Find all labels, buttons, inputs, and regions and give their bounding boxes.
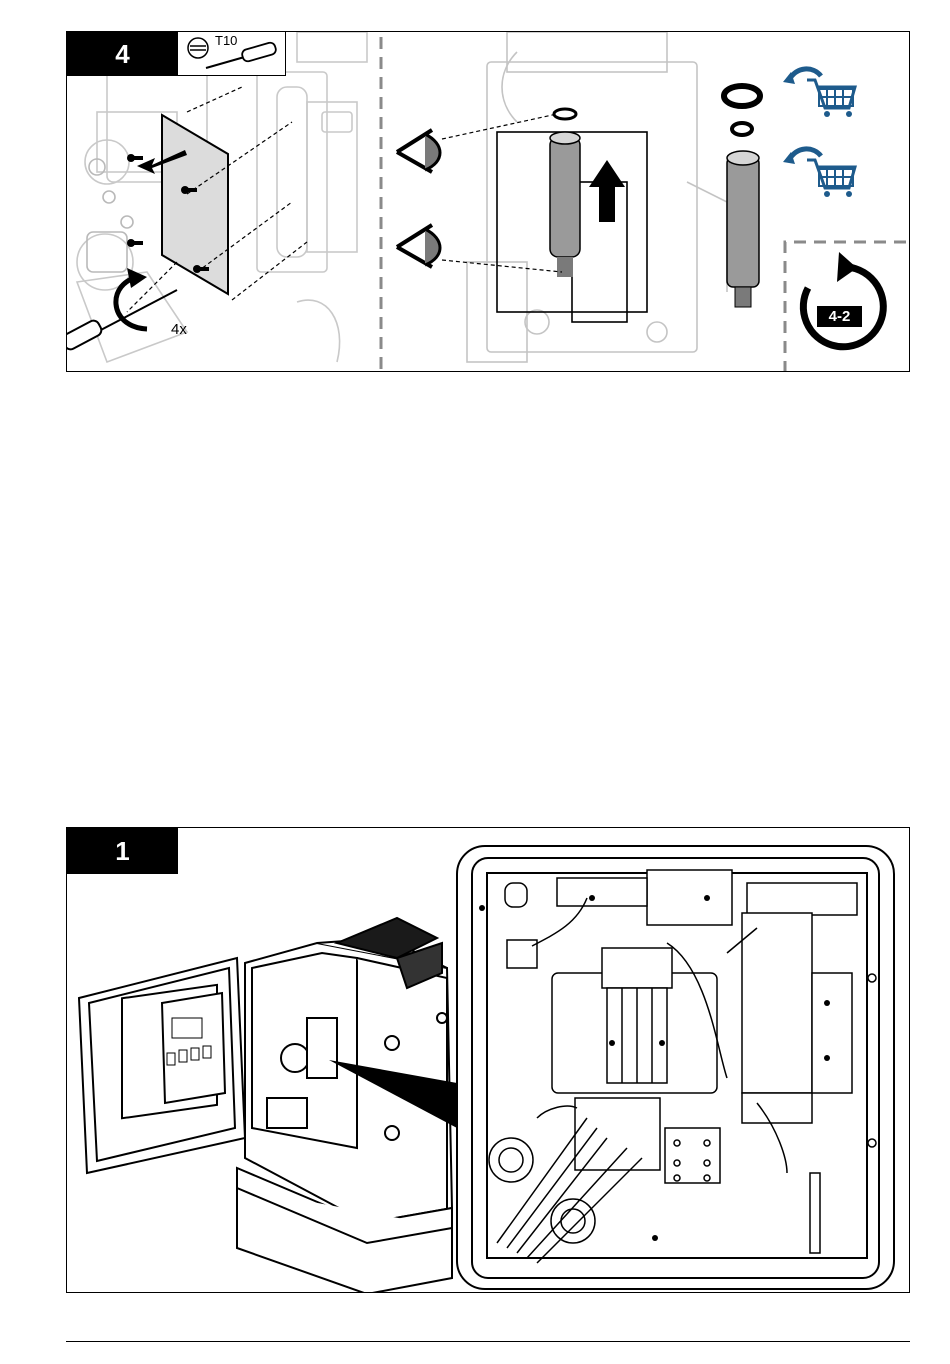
shopping-cart-icon (783, 69, 855, 117)
cylinder-part (550, 109, 580, 277)
step-number-badge: 4 (67, 32, 178, 76)
step-4-illustration (67, 32, 910, 372)
figure-step-1: 1 (66, 827, 910, 1293)
replacement-cylinder (727, 151, 759, 307)
step-number-badge: 1 (67, 828, 178, 874)
tool-label: T10 (215, 33, 237, 48)
reference-loop-icon (803, 252, 883, 347)
tool-callout: T10 (178, 32, 286, 76)
analyzer-enclosure-illustration (79, 918, 452, 1293)
quantity-label: 4x (171, 321, 187, 338)
figure-step-4: 4 T10 4x 4-2 (66, 31, 910, 372)
reference-label: 4-2 (817, 306, 862, 327)
arrow-up-icon (589, 160, 625, 222)
footer-rule (66, 1341, 910, 1342)
eye-icon (397, 130, 440, 172)
eye-icon (397, 225, 440, 267)
shopping-cart-icon (783, 149, 855, 197)
step-1-illustration (67, 828, 910, 1293)
